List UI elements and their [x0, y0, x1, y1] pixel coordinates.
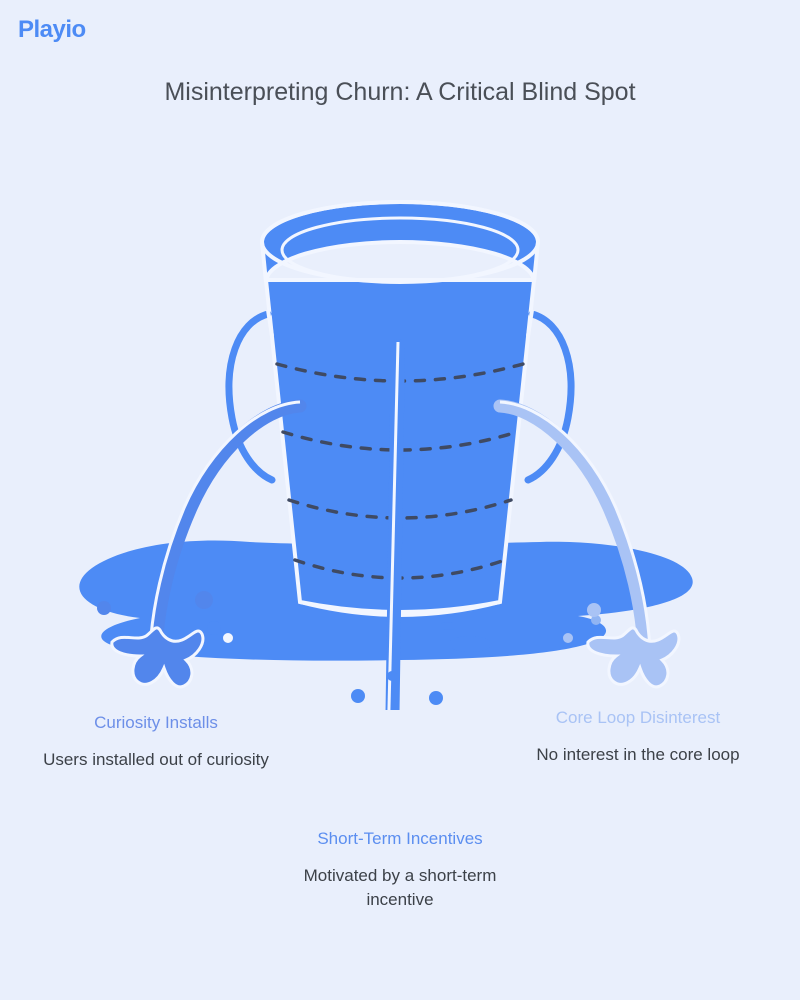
bucket-rim — [259, 200, 541, 284]
leak-label-core-loop-disinterest: Core Loop Disinterest No interest in the… — [518, 705, 758, 767]
page-title: Misinterpreting Churn: A Critical Blind … — [164, 78, 636, 106]
bucket-handle-right — [524, 309, 575, 484]
leak-stream-left — [148, 399, 307, 655]
leak-labels: Curiosity Installs Users installed out o… — [0, 700, 800, 1000]
leak-description: Motivated by a short-term incentive — [303, 866, 497, 909]
brand-logo: Playio — [18, 16, 86, 43]
leak-heading: Curiosity Installs — [94, 713, 218, 732]
puddle-droplets — [207, 615, 601, 652]
leak-description: Users installed out of curiosity — [43, 750, 269, 769]
leak-stream-right — [493, 399, 652, 655]
splash-left — [97, 591, 233, 689]
leak-heading: Core Loop Disinterest — [555, 708, 721, 727]
leak-description: No interest in the core loop — [536, 745, 740, 764]
leak-heading: Short-Term Incentives — [317, 829, 483, 848]
bucket-handle-left — [225, 309, 276, 484]
leak-label-short-term-incentives: Short-Term Incentives Motivated by a sho… — [275, 826, 525, 912]
splash-right — [563, 603, 681, 689]
leaky-bucket-illustration — [0, 150, 800, 783]
leak-label-curiosity-installs: Curiosity Installs Users installed out o… — [36, 710, 276, 772]
